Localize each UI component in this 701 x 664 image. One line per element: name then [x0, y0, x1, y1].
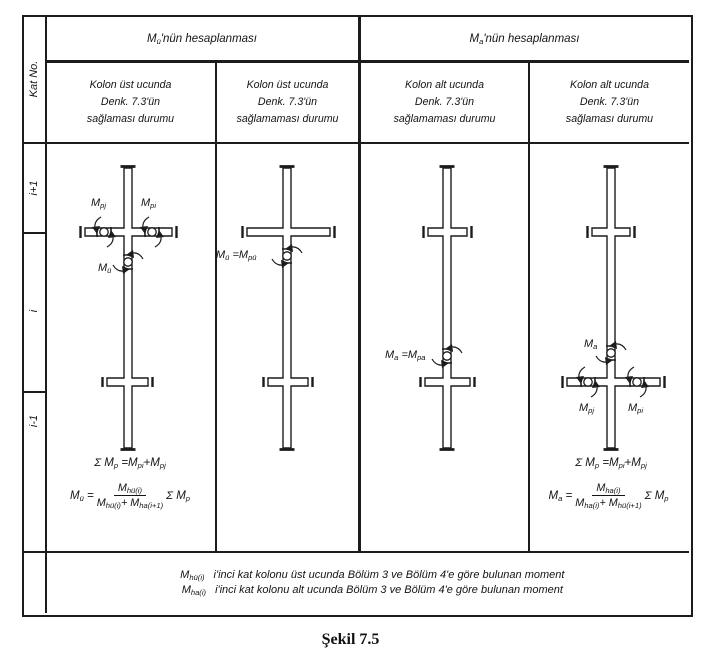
- grid-vline-col12: [215, 62, 217, 553]
- subheader-col2: Kolon üst ucunda Denk. 7.3'ün sağlamamas…: [236, 78, 339, 126]
- label-col4-mpj: Mpj: [579, 402, 595, 415]
- grid-hline-group-header: [45, 60, 689, 63]
- hinge-col4-beam-left-icon: [575, 366, 601, 398]
- label-col1-mu: Mü: [98, 262, 112, 275]
- hinge-col4-column-icon: [595, 340, 627, 366]
- hinge-col2-column-icon: [271, 243, 303, 269]
- label-col1-mpj: Mpj: [91, 197, 107, 210]
- row-label-i-plus-1: i+1: [28, 180, 40, 196]
- group-header-ma: Ma'nün hesaplanması: [469, 32, 580, 46]
- subheader-col4: Kolon alt ucunda Denk. 7.3'ün sağlaması …: [565, 78, 654, 126]
- grid-hline-subheader: [22, 142, 689, 144]
- label-col3-ma-eq: Ma =Mpa: [385, 349, 426, 362]
- row-label-i: i: [28, 309, 40, 313]
- subheader-col1: Kolon üst ucunda Denk. 7.3'ün sağlaması …: [86, 78, 175, 126]
- member-col1: [79, 165, 178, 451]
- hinge-col1-beam-left-icon: [91, 216, 117, 248]
- formula-col4-sum: Σ Mp =Mpi+Mpj: [575, 457, 647, 470]
- figure-caption: Şekil 7.5: [321, 631, 380, 648]
- grid-vline-col34: [528, 62, 530, 553]
- member-col4: [561, 165, 666, 451]
- row-label-i-minus-1: i-1: [28, 414, 40, 428]
- group-header-mu: Mü'nün hesaplanması: [146, 32, 257, 46]
- column-diagrams: [79, 165, 666, 451]
- hinge-col3-column-icon: [431, 343, 463, 369]
- grid-vline-mid-thick: [358, 15, 361, 553]
- label-col4-ma: Ma: [584, 338, 598, 351]
- grid-hline-story-1: [22, 232, 45, 234]
- subheader-col3: Kolon alt ucunda Denk. 7.3'ün sağlamamas…: [393, 78, 496, 126]
- label-col4-mpi: Mpi: [628, 402, 644, 415]
- formula-col1-sum: Σ Mp =Mpi+Mpj: [94, 457, 166, 470]
- formula-col1-mu: Mü = Mhü(i) Mhü(i)+ Mha(i+1) Σ Mp: [69, 482, 191, 510]
- hinge-col1-column-icon: [112, 249, 144, 275]
- footnotes: Mhü(i) i'inci kat kolonu üst ucunda Bölü…: [46, 553, 689, 611]
- footnote-mha: Mha(i) i'inci kat kolonu alt ucunda Bölü…: [181, 583, 563, 597]
- formula-col4-ma: Ma = Mha(i) Mha(i)+ Mhü(i+1) Σ Mp: [548, 482, 669, 510]
- grid-hline-notes-top: [22, 551, 689, 553]
- footnote-mhu: Mhü(i) i'inci kat kolonu üst ucunda Bölü…: [180, 568, 565, 582]
- grid-hline-story-2: [22, 391, 45, 393]
- kat-no-label: Kat No.: [28, 60, 40, 98]
- hinge-col4-beam-right-icon: [624, 366, 650, 398]
- label-col1-mpi: Mpi: [141, 197, 157, 210]
- grid-vline-katno: [45, 15, 47, 613]
- table-outer-border: [22, 15, 693, 617]
- label-col2-mu-eq: Mü =Mpü: [216, 249, 257, 262]
- member-col3: [419, 165, 476, 451]
- member-col2: [241, 165, 336, 451]
- hinge-col1-beam-right-icon: [139, 216, 165, 248]
